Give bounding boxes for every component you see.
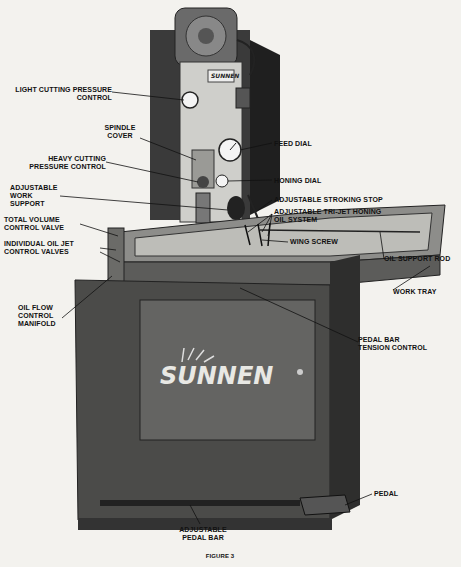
- part-label: ADJUSTABLE WORK SUPPORT: [10, 184, 60, 208]
- pedal-bar: [100, 500, 300, 506]
- part-label: OIL FLOW CONTROL MANIFOLD: [18, 304, 82, 328]
- motor: [175, 8, 237, 66]
- part-label: ADJUSTABLE PEDAL BAR: [168, 526, 238, 542]
- light-pressure-knob: [182, 92, 198, 108]
- nameplate-text: SUNNEN: [211, 72, 239, 79]
- spindle-cover: [192, 150, 214, 188]
- oil-manifold: [108, 228, 124, 288]
- part-label: TOTAL VOLUME CONTROL VALVE: [4, 216, 80, 232]
- part-label: SPINDLE COVER: [96, 124, 144, 140]
- part-label: WORK TRAY: [393, 288, 453, 296]
- column-side: [250, 40, 280, 215]
- part-label: PEDAL BAR TENSION CONTROL: [358, 336, 430, 352]
- part-label: LIGHT CUTTING PRESSURE CONTROL: [14, 86, 112, 102]
- part-label: OIL SUPPORT ROD: [384, 255, 454, 263]
- part-label: WING SCREW: [290, 238, 370, 246]
- part-label: ADJUSTABLE TRI-JET HONING OIL SYSTEM: [274, 208, 384, 224]
- heavy-pressure-knob: [197, 176, 209, 188]
- part-label: HEAVY CUTTING PRESSURE CONTROL: [18, 155, 106, 171]
- honing-dial: [216, 175, 228, 187]
- part-label: HONING DIAL: [274, 177, 354, 185]
- motor-hub: [198, 28, 214, 44]
- leader-lines: [60, 92, 430, 524]
- work-support: [227, 196, 245, 220]
- pedal: [300, 495, 350, 515]
- cabinet-door: [140, 300, 315, 440]
- oil-support-rod: [260, 230, 420, 232]
- work-tray-top: [120, 205, 445, 262]
- part-label: FEED DIAL: [274, 140, 354, 148]
- logo-rays: [182, 348, 214, 362]
- part-label: ADJUSTABLE STROKING STOP: [274, 196, 404, 204]
- motor-end: [186, 16, 226, 56]
- part-label: INDIVIDUAL OIL JET CONTROL VALVES: [4, 240, 100, 256]
- door-knob: [297, 369, 303, 375]
- dial-needle: [230, 143, 236, 150]
- part-label: PEDAL: [374, 490, 414, 498]
- feed-dial: [219, 139, 241, 161]
- cabinet: [75, 280, 330, 520]
- cabinet-side: [330, 255, 360, 520]
- brand-logo: SUNNEN: [160, 362, 273, 390]
- switch-box: [236, 88, 250, 108]
- oil-jets: [245, 223, 270, 246]
- figure-caption: FIGURE 3: [180, 552, 260, 560]
